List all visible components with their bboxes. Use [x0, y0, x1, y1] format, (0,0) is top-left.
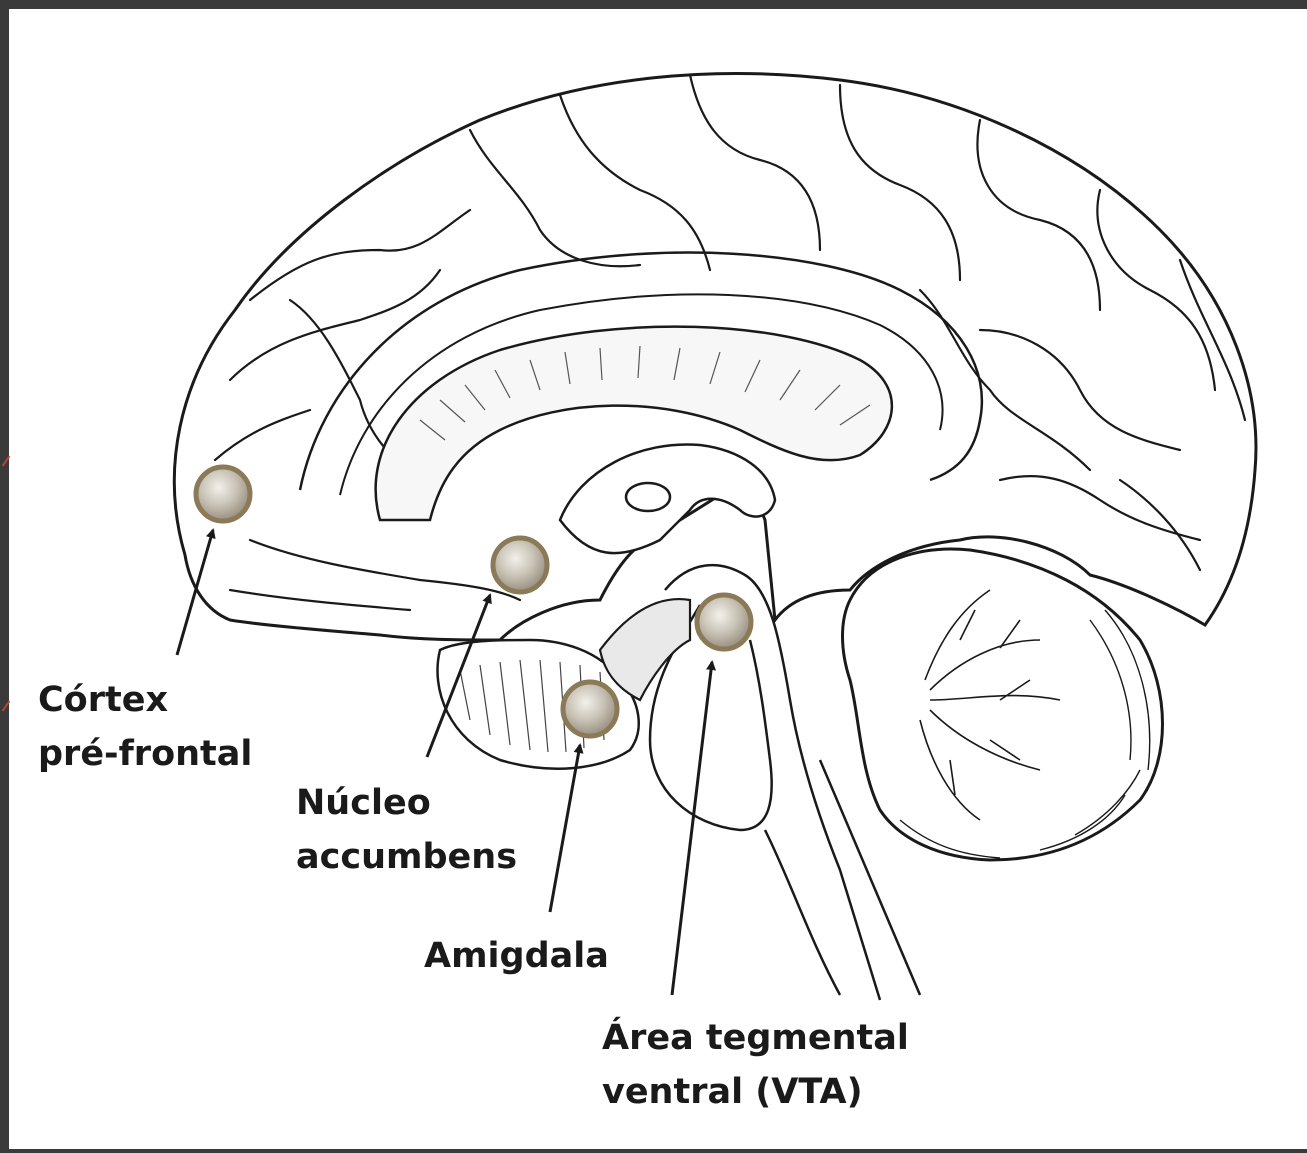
- diagram-canvas: Córtex pré-frontal Núcleo accumbens Amig…: [9, 9, 1307, 1149]
- label-vta-line1: Área tegmental: [602, 1011, 909, 1065]
- label-nucleus-line1: Núcleo: [296, 776, 517, 830]
- label-cortex: Córtex pré-frontal: [38, 673, 252, 781]
- label-amygdala-line1: Amigdala: [424, 929, 609, 983]
- label-vta: Área tegmental ventral (VTA): [602, 1011, 909, 1119]
- marker-amygdala: [563, 682, 617, 736]
- label-nucleus: Núcleo accumbens: [296, 776, 517, 884]
- label-amygdala: Amigdala: [424, 929, 609, 983]
- label-vta-line2: ventral (VTA): [602, 1065, 909, 1119]
- marker-vta: [697, 595, 751, 649]
- interthalamic-adhesion: [626, 483, 670, 511]
- label-nucleus-line2: accumbens: [296, 830, 517, 884]
- cerebellum: [843, 549, 1163, 860]
- marker-cortex: [196, 467, 250, 521]
- label-cortex-line1: Córtex: [38, 673, 252, 727]
- label-cortex-line2: pré-frontal: [38, 727, 252, 781]
- marker-nucleus: [493, 538, 547, 592]
- arrow-amygdala: [550, 745, 580, 912]
- arrow-vta: [672, 662, 712, 995]
- brain-diagram: [9, 9, 1307, 1149]
